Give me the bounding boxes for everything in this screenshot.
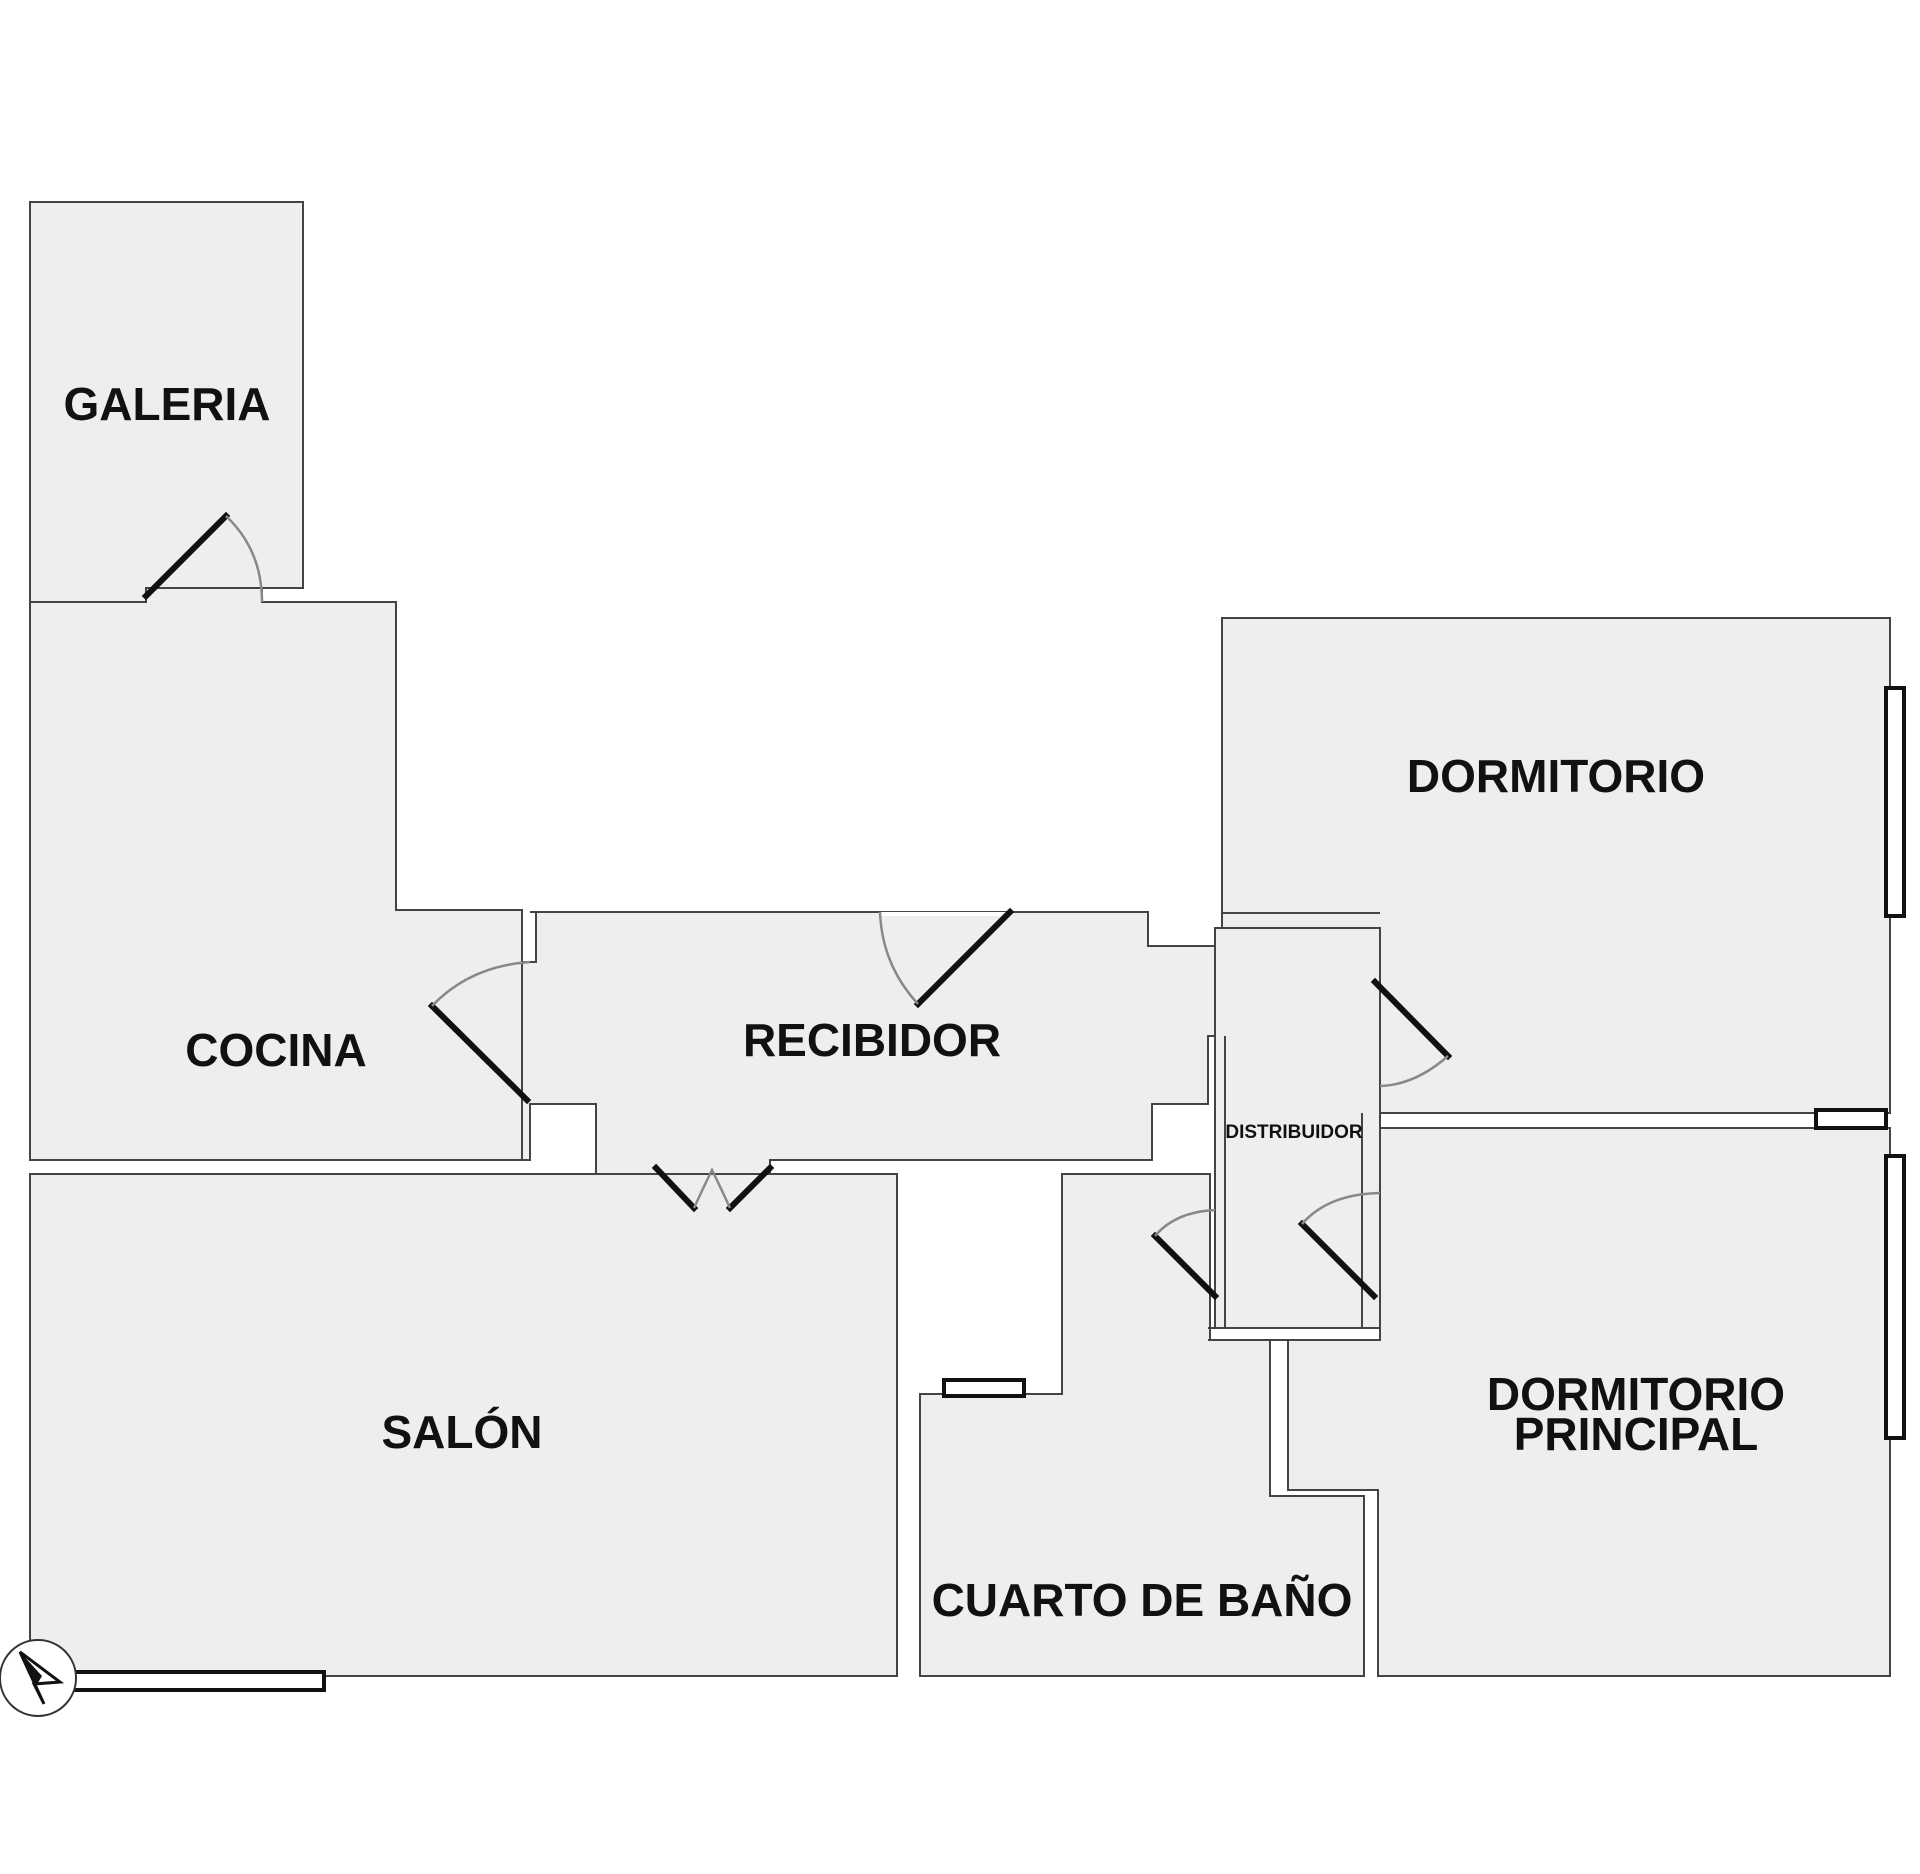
- label-dormitorio-principal-2: PRINCIPAL: [1514, 1408, 1759, 1460]
- wall-details: [30, 911, 1822, 1490]
- window-bano: [942, 1378, 1026, 1398]
- label-dormitorio: DORMITORIO: [1407, 750, 1705, 802]
- room-labels: GALERIA COCINA RECIBIDOR SALÓN DORMITORI…: [64, 378, 1786, 1626]
- label-recibidor: RECIBIDOR: [743, 1014, 1001, 1066]
- door-recibidor-salon: [651, 1163, 775, 1213]
- door-cocina-recibidor: [427, 960, 532, 1105]
- north-arrow-icon: [0, 1639, 77, 1717]
- window-dormitorio-east: [1884, 686, 1906, 918]
- door-distribuidor-dormitorio: [1370, 977, 1453, 1088]
- window-dormitorio-principal-east: [1884, 1154, 1906, 1440]
- window-partition: [1814, 1108, 1888, 1130]
- doors: [141, 511, 1453, 1301]
- label-salon: SALÓN: [382, 1406, 543, 1458]
- door-recibidor-entrance: [878, 907, 1015, 1009]
- label-cuarto-de-bano: CUARTO DE BAÑO: [932, 1574, 1353, 1626]
- door-distribuidor-dormitorio-principal: [1297, 1191, 1381, 1301]
- window-salon: [40, 1670, 326, 1692]
- room-recibidor: [521, 911, 1216, 1177]
- label-galeria: GALERIA: [64, 378, 271, 430]
- label-distribuidor: DISTRIBUIDOR: [1225, 1122, 1363, 1143]
- windows: [40, 686, 1906, 1692]
- room-salon: [29, 1173, 898, 1677]
- door-distribuidor-bano: [1150, 1208, 1220, 1301]
- door-galeria-cocina: [141, 511, 264, 603]
- label-cocina: COCINA: [185, 1024, 366, 1076]
- label-dormitorio-principal-1: DORMITORIO: [1487, 1368, 1785, 1420]
